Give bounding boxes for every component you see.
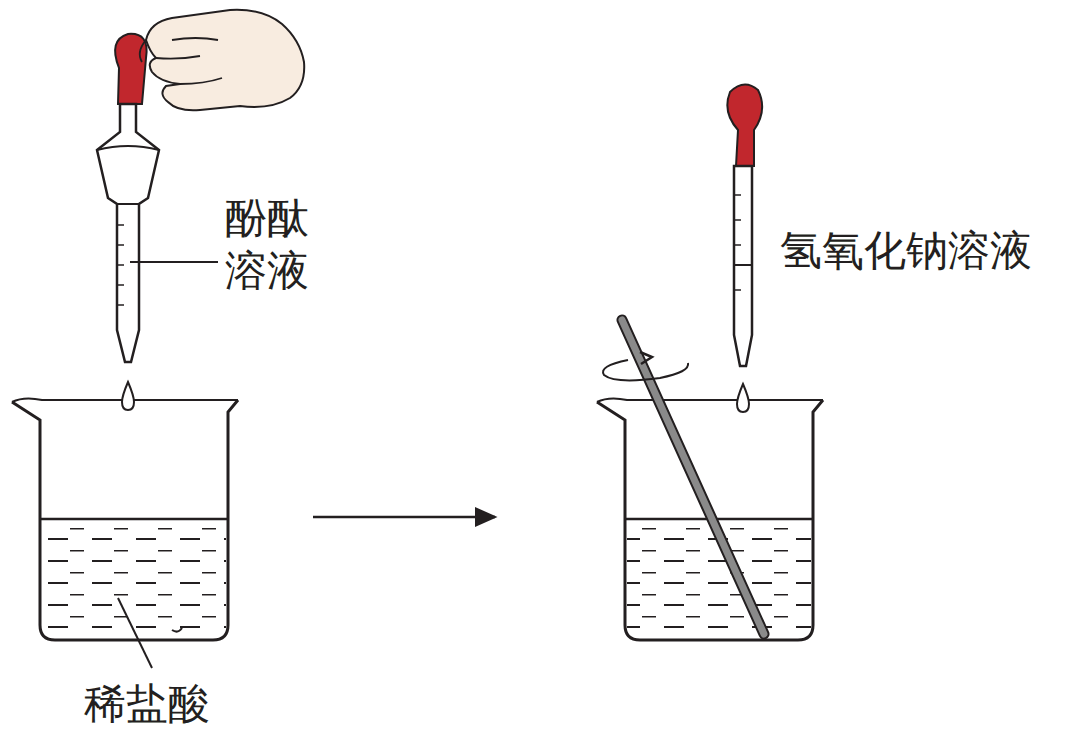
dropper-right	[727, 84, 762, 412]
liquid-label: 稀盐酸	[84, 678, 210, 731]
process-arrow	[313, 516, 495, 519]
beaker-left	[12, 398, 238, 640]
solution-label: 氢氧化钠溶液	[780, 225, 1032, 278]
leader-line	[130, 261, 218, 263]
leader-line	[118, 598, 152, 668]
solution-label: 酚酞 溶液	[225, 192, 317, 297]
hand	[146, 10, 304, 111]
